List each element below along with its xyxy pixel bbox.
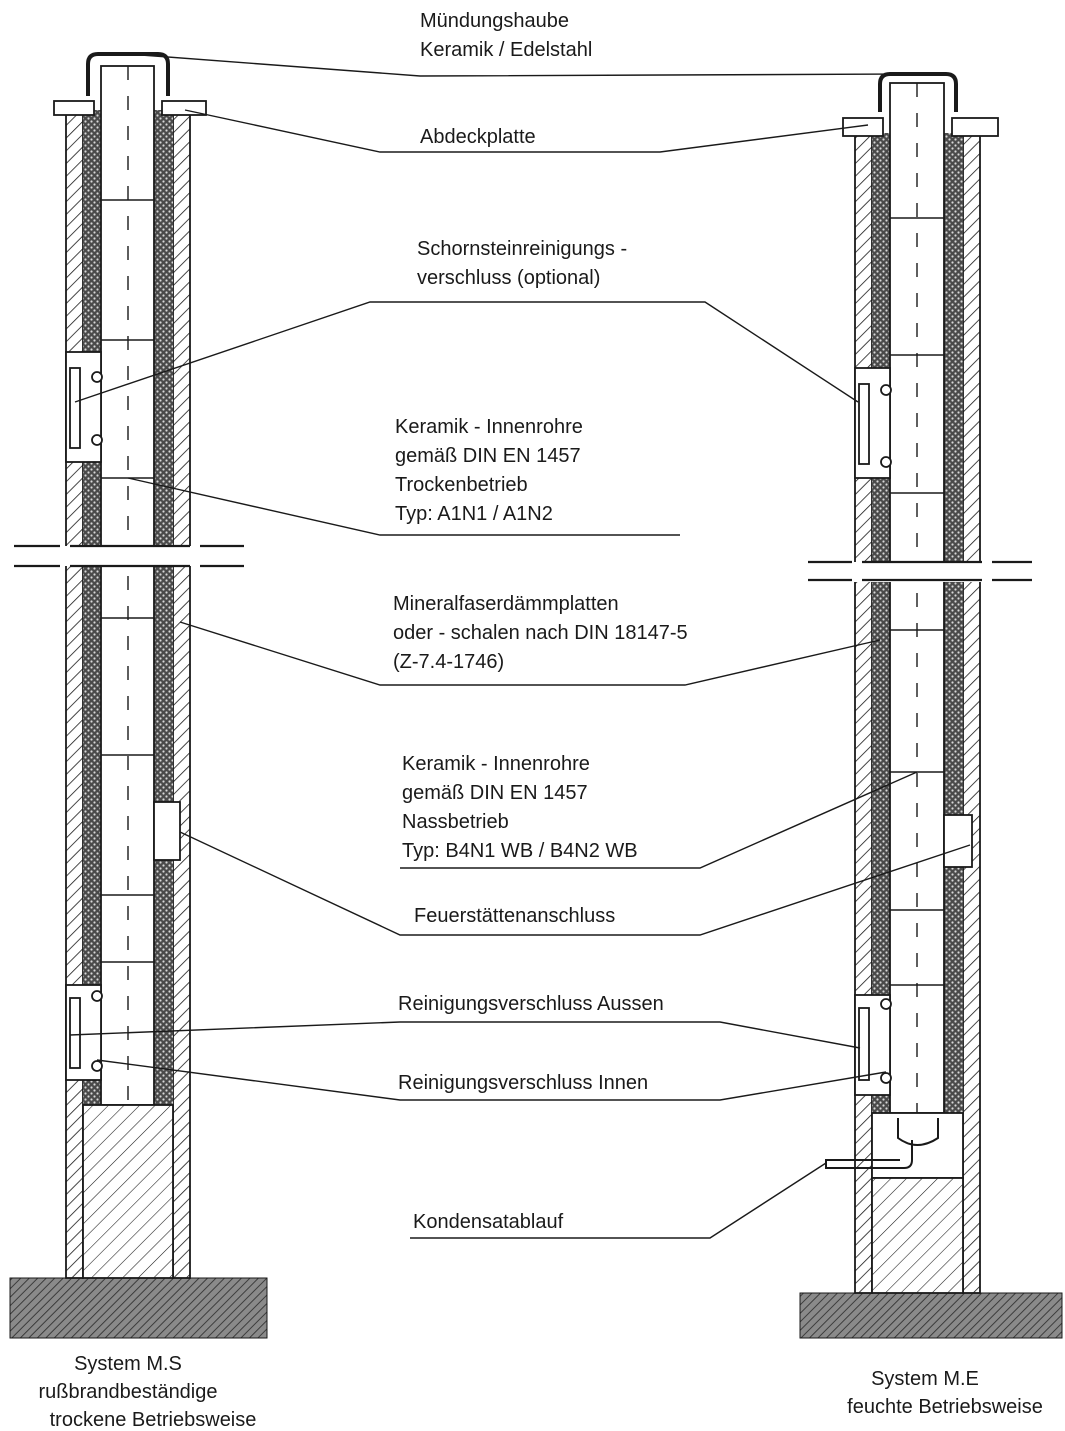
label-nass-2: gemäß DIN EN 1457 <box>402 782 588 804</box>
left-ground <box>9 1277 268 1339</box>
right-wall-right <box>962 132 981 1294</box>
left-cap <box>86 52 170 96</box>
leader-abdeckplatte <box>184 109 869 153</box>
leader-aussen <box>69 1021 861 1049</box>
right-flue <box>889 82 945 1114</box>
right-trap-pipe <box>825 1140 913 1169</box>
label-mineral-3: (Z-7.4-1746) <box>393 651 504 673</box>
label-nass-4: Typ: B4N1 WB / B4N2 WB <box>402 840 638 862</box>
left-pipe-joints <box>101 199 154 963</box>
left-insulation-right <box>154 110 173 1105</box>
right-base <box>871 1177 964 1294</box>
label-nass-1: Keramik - Innenrohre <box>402 753 590 775</box>
leader-muendungshaube <box>127 53 918 77</box>
leader-mineral <box>179 621 881 686</box>
right-cover-plate-r <box>951 117 999 137</box>
label-muendungshaube-1: Mündungshaube <box>420 10 569 32</box>
leader-innen <box>96 1059 887 1101</box>
left-wall-right <box>172 109 191 1279</box>
right-flue-connection <box>943 814 973 868</box>
label-mineral-1: Mineralfaserdämmplatten <box>393 593 619 615</box>
leader-kondensat <box>410 1162 827 1239</box>
caption-right-2: feuchte Betriebsweise <box>847 1396 1043 1418</box>
label-muendungshaube-2: Keramik / Edelstahl <box>420 39 592 61</box>
right-insulation-right <box>944 133 963 1113</box>
left-cover-plate <box>53 100 95 116</box>
label-reinigung-2: verschluss (optional) <box>417 267 600 289</box>
right-cleaning-door-lower <box>854 994 892 1096</box>
left-cleaning-door-lower <box>65 984 103 1081</box>
labels: Mündungshaube Keramik / Edelstahl Abdeck… <box>393 10 688 1233</box>
label-nass-3: Nassbetrieb <box>402 811 509 833</box>
right-cover-plate <box>842 117 884 137</box>
right-break-gap <box>805 562 1035 582</box>
left-base <box>82 1104 174 1279</box>
right-wall-left <box>854 132 873 1294</box>
caption-left-1: System M.S <box>74 1353 182 1375</box>
label-feuerstaette: Feuerstättenanschluss <box>414 905 615 927</box>
right-insulation-left <box>872 133 890 1113</box>
label-trocken-3: Trockenbetrieb <box>395 474 528 496</box>
captions: System M.S rußbrandbeständige trockene B… <box>38 1353 1042 1431</box>
left-insulation-left <box>83 110 101 1105</box>
right-cleaning-door-upper <box>854 367 892 479</box>
right-ground <box>799 1292 1063 1339</box>
left-chimney <box>9 52 268 1339</box>
label-kondensat: Kondensatablauf <box>413 1211 564 1233</box>
label-reinigung-1: Schornsteinreinigungs - <box>417 238 627 260</box>
label-trocken-2: gemäß DIN EN 1457 <box>395 445 581 467</box>
left-cleaning-door-upper <box>65 351 103 463</box>
left-flue-connection <box>153 801 181 861</box>
leader-feuerstaette <box>179 831 971 936</box>
label-mineral-2: oder - schalen nach DIN 18147-5 <box>393 622 688 644</box>
label-aussen: Reinigungsverschluss Aussen <box>398 993 664 1015</box>
leader-trocken <box>127 477 680 536</box>
caption-left-3: trockene Betriebsweise <box>50 1409 257 1431</box>
left-break-gap <box>10 546 250 566</box>
left-wall-left <box>65 109 84 1279</box>
right-trap-bowl <box>897 1118 939 1146</box>
right-chimney <box>799 72 1063 1339</box>
label-abdeckplatte: Abdeckplatte <box>420 126 536 148</box>
right-cap <box>878 72 958 112</box>
leader-nass <box>400 771 918 869</box>
label-trocken-4: Typ: A1N1 / A1N2 <box>395 503 553 525</box>
label-trocken-1: Keramik - Innenrohre <box>395 416 583 438</box>
caption-right-1: System M.E <box>871 1368 979 1390</box>
leader-reinigung <box>74 301 859 403</box>
caption-left-2: rußbrandbeständige <box>38 1381 217 1403</box>
leader-lines <box>69 53 971 1239</box>
label-innen: Reinigungsverschluss Innen <box>398 1072 648 1094</box>
